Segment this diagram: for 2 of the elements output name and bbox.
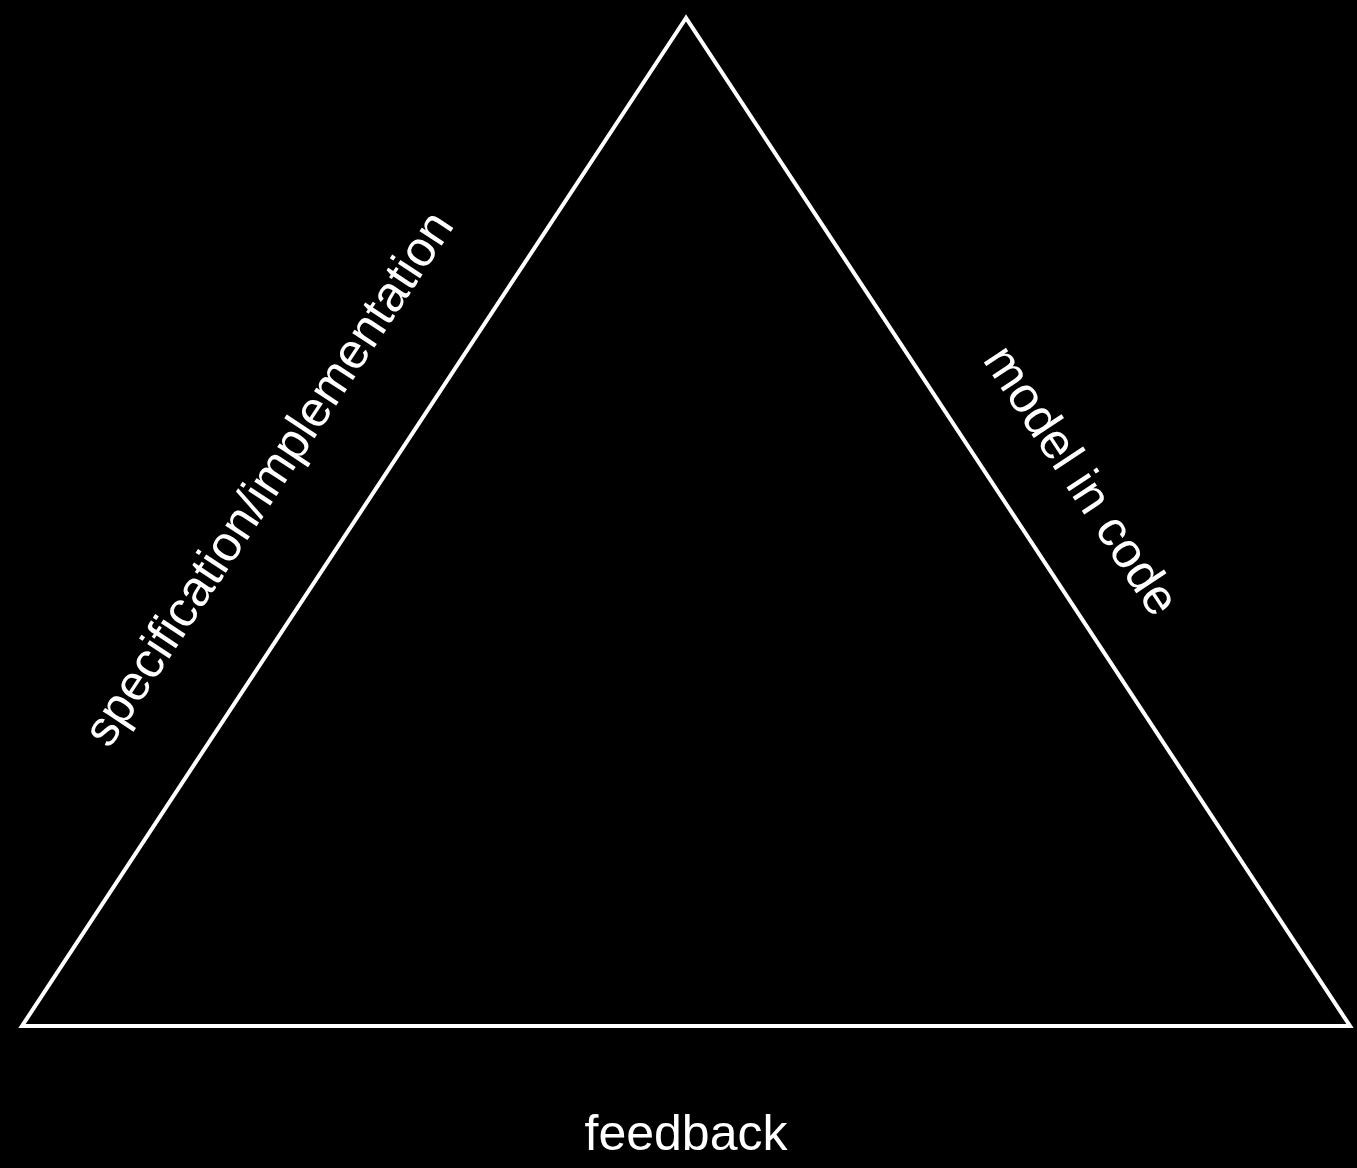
base-label: feedback [584,1108,788,1158]
triangle-outline [20,14,1354,1030]
